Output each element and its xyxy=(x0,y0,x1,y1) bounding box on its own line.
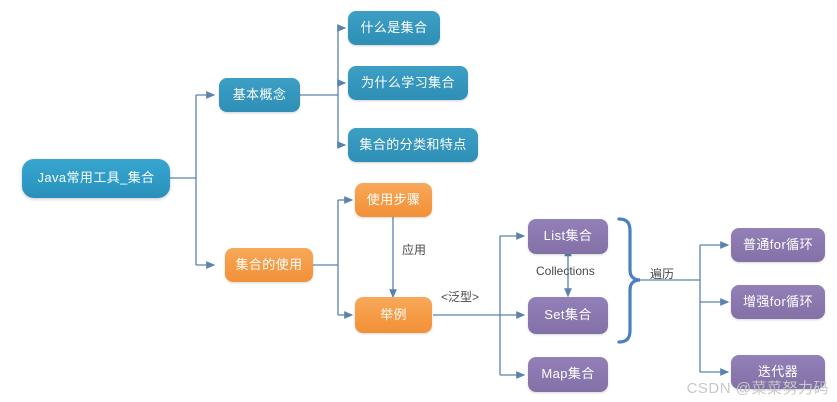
node-set-collection[interactable]: Set集合 xyxy=(528,297,608,334)
edge-label-apply: 应用 xyxy=(402,243,427,257)
edge-label-traverse: 遍历 xyxy=(650,267,675,281)
node-normal-for-loop[interactable]: 普通for循环 xyxy=(731,228,825,262)
node-basic-concept[interactable]: 基本概念 xyxy=(219,78,300,112)
node-enhanced-for-loop[interactable]: 增强for循环 xyxy=(731,285,825,319)
watermark: CSDN @菜菜努力码 xyxy=(686,380,829,397)
node-list-collection[interactable]: List集合 xyxy=(528,219,608,254)
node-usage-steps[interactable]: 使用步骤 xyxy=(355,183,432,217)
node-why-learn-collection[interactable]: 为什么学习集合 xyxy=(348,66,468,100)
node-iterator[interactable]: 迭代器 xyxy=(731,355,825,389)
edge-label-collections: Collections xyxy=(536,264,595,278)
node-classification-features[interactable]: 集合的分类和特点 xyxy=(348,128,478,162)
node-example[interactable]: 举例 xyxy=(355,297,432,333)
node-root[interactable]: Java常用工具_集合 xyxy=(22,159,170,198)
node-collection-usage[interactable]: 集合的使用 xyxy=(225,248,313,282)
node-map-collection[interactable]: Map集合 xyxy=(528,357,608,392)
node-what-is-collection[interactable]: 什么是集合 xyxy=(348,11,440,45)
grouping-brace xyxy=(617,217,641,344)
edge-label-generic: <泛型> xyxy=(441,290,480,304)
